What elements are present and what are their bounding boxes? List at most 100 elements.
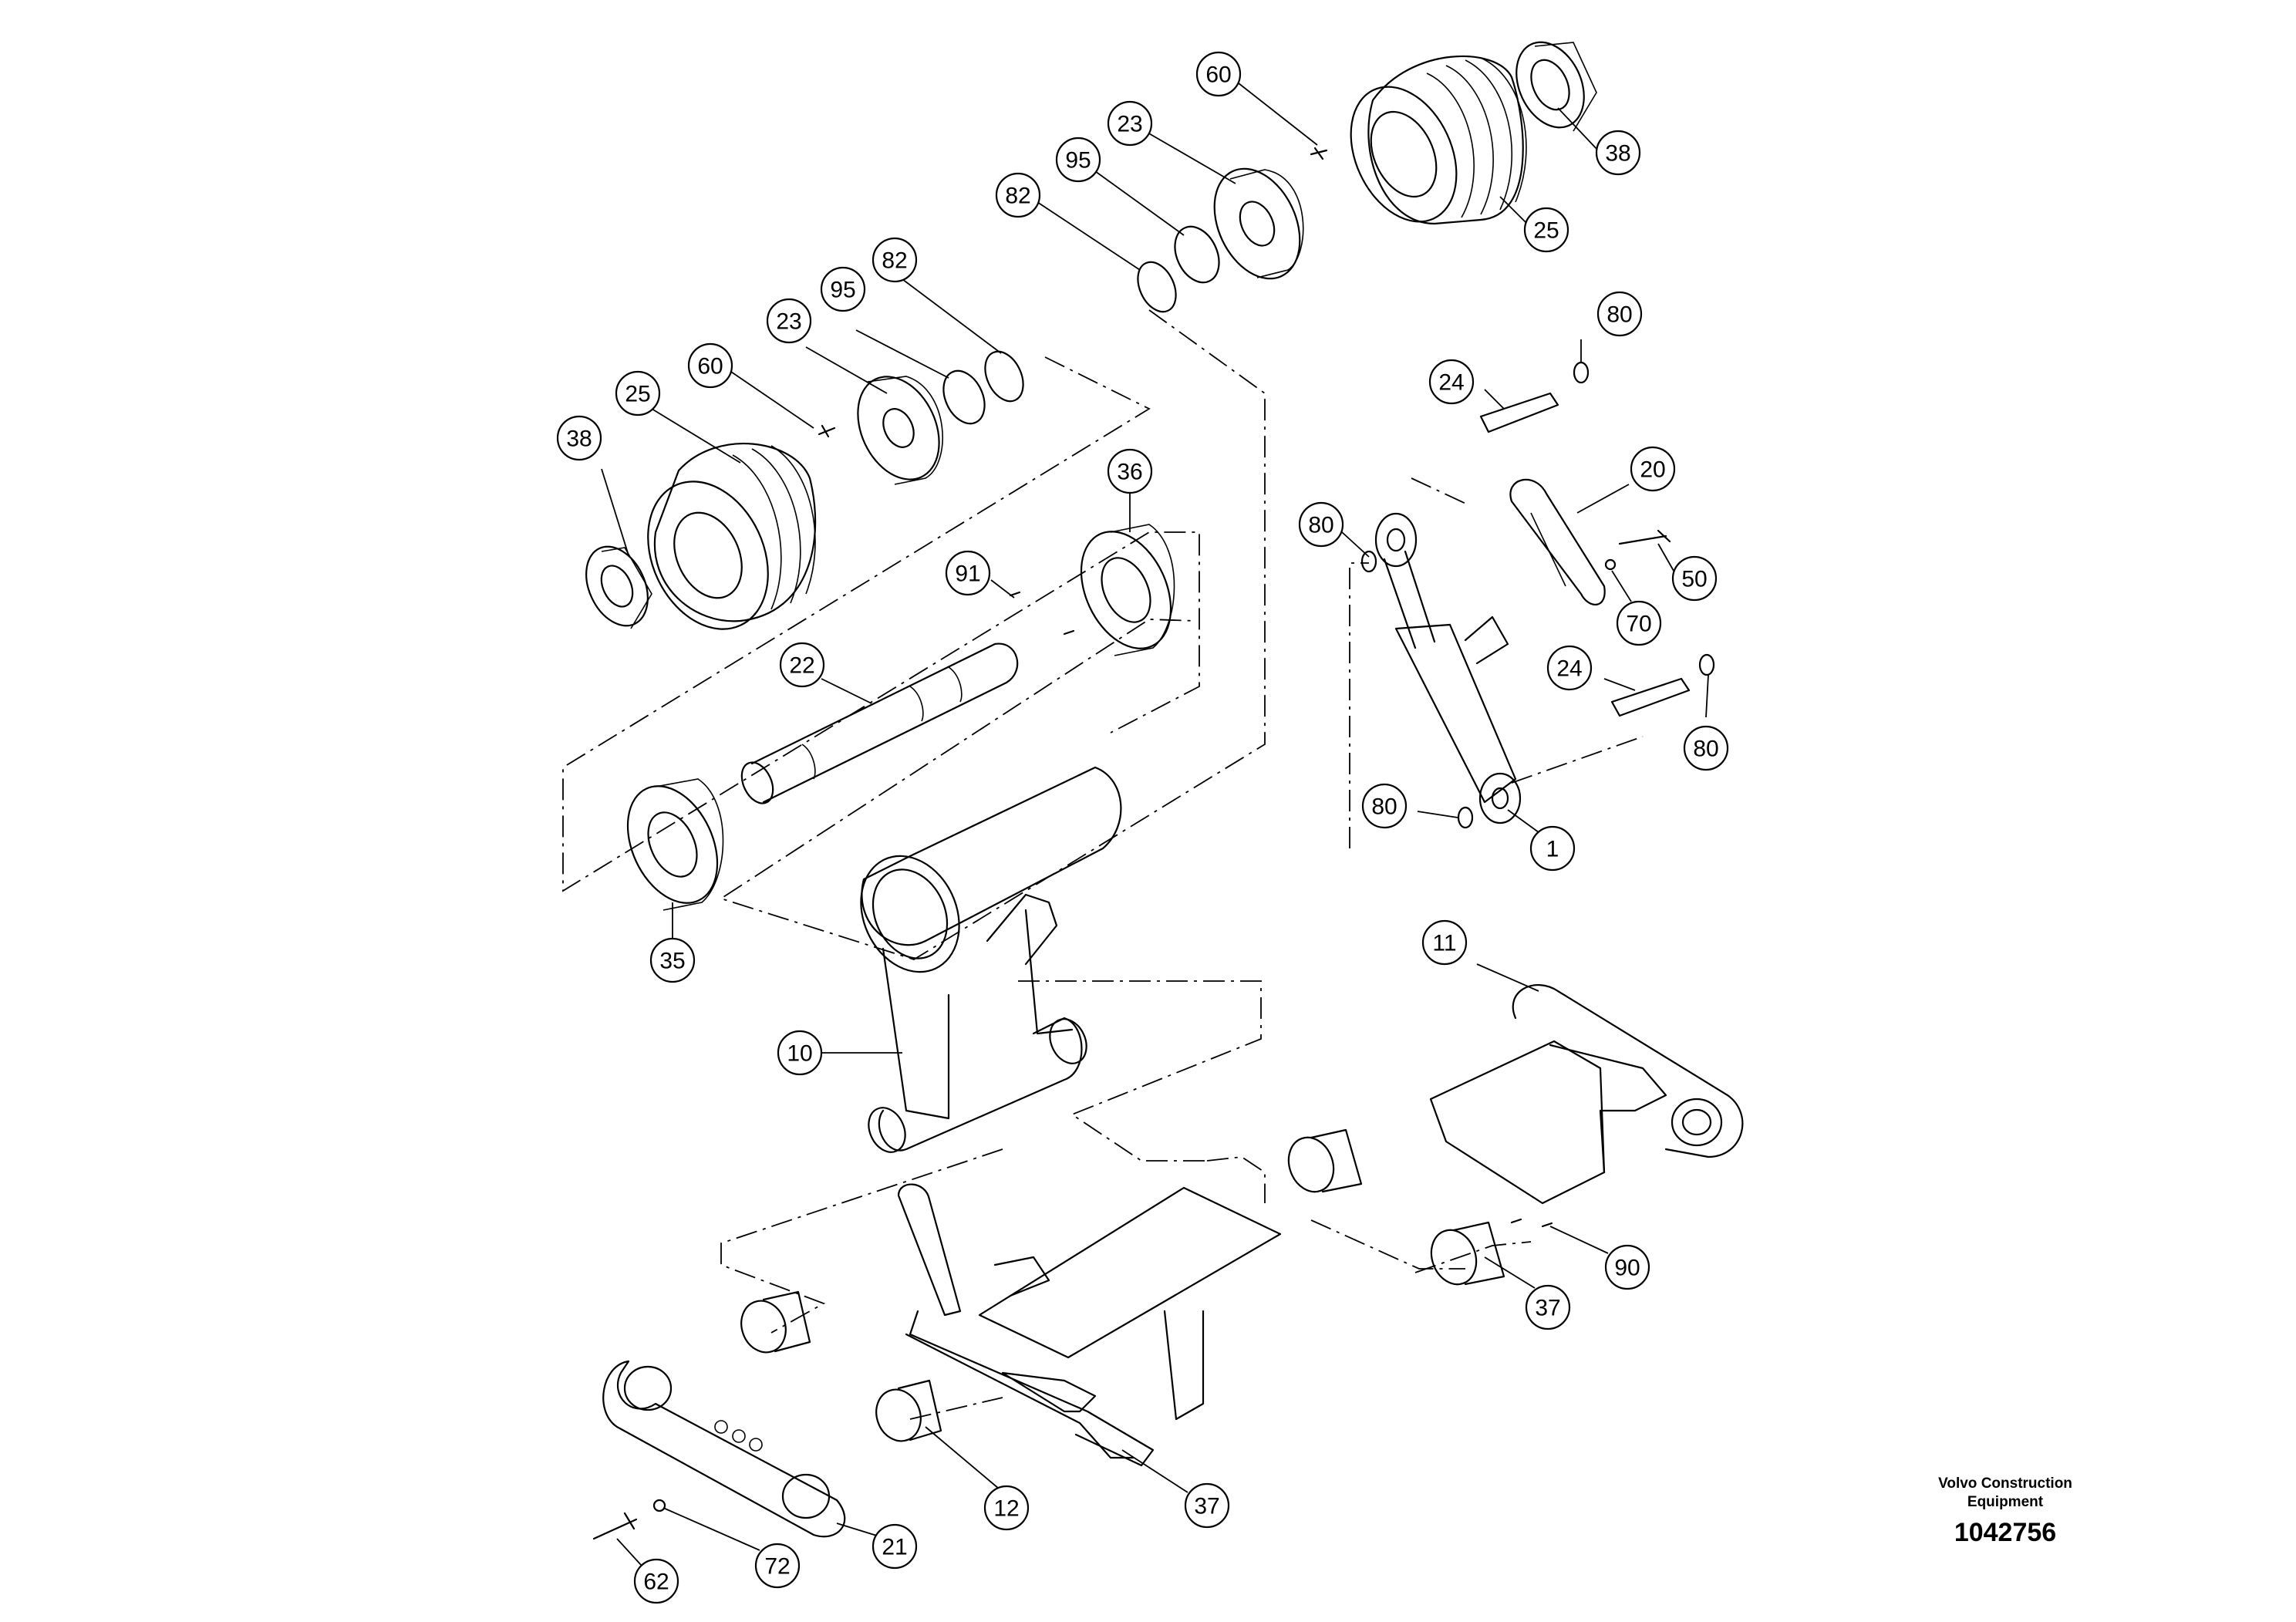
- bolt-50: [1618, 529, 1671, 545]
- callout-label: 25: [1533, 218, 1559, 244]
- callout-22: 22: [779, 642, 825, 688]
- document-number: 1042756: [1954, 1518, 2057, 1547]
- callout-label: 82: [1005, 184, 1030, 209]
- hub-flange-upper: [1213, 167, 1304, 280]
- callout-label: 11: [1432, 931, 1456, 956]
- callout-label: 38: [566, 427, 592, 452]
- pulley-left: [647, 442, 817, 630]
- spacer-ring-upper: [1174, 225, 1220, 284]
- callout-70: 70: [1616, 600, 1662, 646]
- callout-35: 35: [649, 937, 696, 983]
- callout-50: 50: [1671, 555, 1718, 602]
- callout-label: 37: [1194, 1494, 1219, 1519]
- callout-72: 72: [754, 1543, 801, 1589]
- link-right: [1429, 983, 1744, 1205]
- ring-80-b: [1360, 550, 1377, 573]
- callout-label: 23: [1117, 112, 1142, 137]
- callout-label: 95: [1065, 148, 1091, 174]
- callout-label: 12: [993, 1496, 1019, 1522]
- callout-label: 10: [787, 1041, 812, 1067]
- callout-label: 80: [1371, 794, 1397, 820]
- callout-24: 24: [1428, 359, 1475, 405]
- pin-24-upper: [1479, 392, 1559, 433]
- callout-label: 38: [1605, 141, 1630, 167]
- callout-label: 91: [955, 561, 980, 587]
- callout-62: 62: [633, 1558, 679, 1604]
- callout-label: 50: [1681, 567, 1707, 592]
- callout-1: 1: [1529, 825, 1576, 872]
- callout-label: 25: [625, 382, 650, 407]
- bushing-37-left: [875, 1379, 942, 1442]
- pin-24-lower: [1610, 677, 1691, 717]
- screw-left: [818, 424, 836, 438]
- callout-10: 10: [777, 1030, 823, 1076]
- callout-90: 90: [1604, 1244, 1650, 1290]
- callout-95: 95: [820, 266, 866, 312]
- callout-80: 80: [1361, 783, 1408, 829]
- leader-lines: [601, 83, 1709, 1566]
- callout-95: 95: [1055, 137, 1101, 183]
- callout-25: 25: [1523, 207, 1569, 253]
- callout-label: 90: [1614, 1256, 1640, 1281]
- callout-label: 70: [1626, 612, 1651, 637]
- callout-82: 82: [995, 172, 1041, 218]
- callout-21: 21: [872, 1523, 918, 1570]
- callout-36: 36: [1107, 448, 1153, 494]
- callout-label: 37: [1535, 1296, 1560, 1321]
- callout-80: 80: [1596, 291, 1643, 337]
- callout-37: 37: [1525, 1284, 1571, 1330]
- callout-label: 23: [776, 309, 801, 335]
- bearing-right: [1080, 524, 1175, 656]
- pulley-upper: [1350, 55, 1527, 225]
- callout-label: 35: [659, 949, 685, 974]
- callout-label: 80: [1693, 737, 1718, 762]
- callout-38: 38: [556, 415, 602, 461]
- taper-bushing-upper: [1515, 41, 1597, 132]
- callout-23: 23: [766, 298, 812, 344]
- ring-80-a: [1573, 361, 1590, 384]
- grease-nipple-90: [1510, 1218, 1553, 1228]
- hydraulic-cylinder: [1374, 512, 1522, 824]
- callout-37: 37: [1184, 1482, 1230, 1529]
- washer-70: [1604, 558, 1617, 571]
- screw-upper: [1310, 147, 1328, 160]
- swing-arm: [860, 766, 1122, 1153]
- shaft: [740, 642, 1019, 804]
- callout-label: 22: [789, 653, 814, 679]
- callout-label: 21: [882, 1535, 907, 1560]
- bracket-20: [1509, 478, 1606, 606]
- callout-11: 11: [1421, 919, 1468, 966]
- callout-82: 82: [872, 237, 918, 283]
- callout-12: 12: [983, 1485, 1030, 1531]
- callout-80: 80: [1683, 725, 1729, 771]
- callout-25: 25: [615, 370, 661, 416]
- callout-label: 80: [1607, 302, 1632, 328]
- callout-label: 80: [1308, 513, 1333, 538]
- grease-nipple: [1009, 591, 1075, 636]
- assembly-centerlines: [562, 309, 1644, 1420]
- bearing-left: [626, 778, 724, 911]
- callout-label: 36: [1117, 460, 1142, 485]
- retaining-ring-left: [984, 350, 1024, 403]
- bushing-left-upper: [740, 1290, 811, 1354]
- bushing-37-lower: [1430, 1221, 1505, 1286]
- callout-label: 82: [882, 248, 907, 274]
- callout-91: 91: [945, 550, 991, 596]
- bushing-37-right: [1287, 1128, 1363, 1193]
- callout-60: 60: [1195, 51, 1242, 97]
- callout-23: 23: [1107, 100, 1153, 147]
- ring-80-c: [1698, 653, 1715, 676]
- callout-label: 60: [1205, 62, 1231, 88]
- ring-80-d: [1457, 806, 1474, 829]
- callout-38: 38: [1595, 130, 1641, 176]
- brand-label: Volvo Construction Equipment: [1938, 1475, 2072, 1510]
- callout-label: 72: [764, 1554, 790, 1580]
- frame: [897, 1183, 1282, 1467]
- callout-label: 95: [830, 278, 855, 303]
- callout-balloons: 60 23 95 82 38 25 82 95 23 60 25 38 36 91 22 35 80 24 80 20…: [556, 51, 1729, 1604]
- callout-20: 20: [1630, 446, 1676, 492]
- retaining-ring-upper: [1137, 261, 1177, 313]
- callout-label: 24: [1556, 656, 1582, 682]
- callout-60: 60: [687, 342, 733, 389]
